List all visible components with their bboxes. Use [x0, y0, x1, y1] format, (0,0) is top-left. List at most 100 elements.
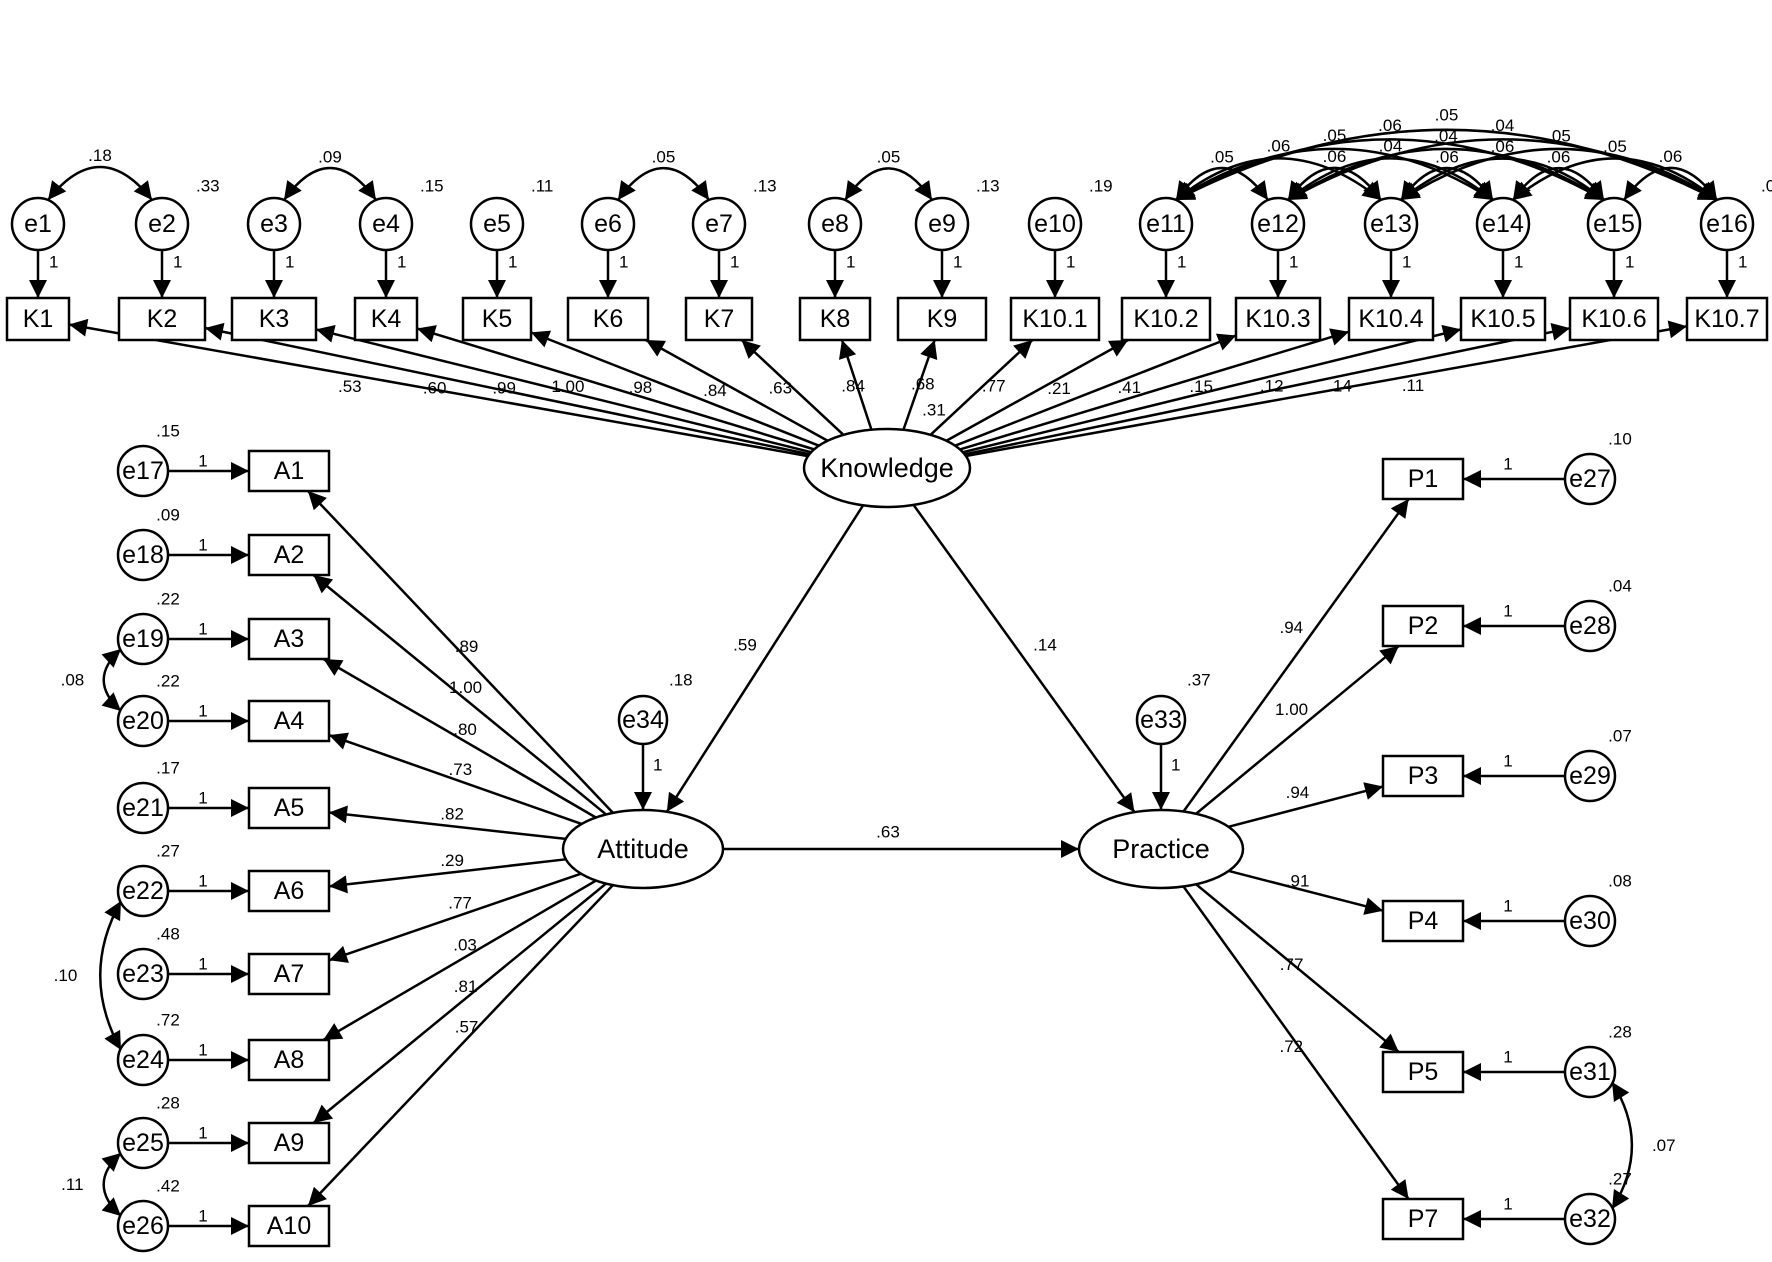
covariance-label-e13-e16: .05 [1547, 126, 1571, 145]
covariance-e31-e32 [1610, 1081, 1634, 1210]
nodes-layer [5, 196, 1769, 1253]
edges-layer [29, 128, 1736, 1235]
variance-label-e16: .06 [1761, 177, 1772, 196]
weight-label-k9: 1 [953, 253, 962, 272]
loading-path-a5 [328, 805, 566, 841]
weight-label-e34: 1 [653, 756, 662, 775]
weight-label-k14: 1 [1514, 253, 1523, 272]
indicator-box-k12 [1234, 296, 1322, 342]
error-label-e29: e29 [1569, 762, 1611, 790]
loading-path-p5 [1195, 883, 1400, 1053]
variance-label-e10: .19 [1089, 177, 1113, 196]
covariance-label-e12-e13: .06 [1323, 147, 1347, 166]
loading-path-a4 [328, 732, 583, 826]
error-circle-e16 [1699, 196, 1755, 252]
loading-label-p1: .94 [1279, 618, 1303, 637]
weight-label-k11: 1 [1177, 253, 1186, 272]
error-label-e8: e8 [821, 210, 849, 238]
weight-label-p5: 1 [1503, 1048, 1512, 1067]
indicator-box-a1 [247, 449, 331, 493]
error-circle-e2 [134, 196, 190, 252]
indicator-box-k9 [896, 296, 988, 342]
indicator-label-k5: K5 [482, 305, 513, 333]
covariance-e8-e9 [843, 167, 934, 201]
weight-label-k5: 1 [508, 253, 517, 272]
loading-label-k9: .68 [911, 375, 935, 394]
weight-label-a7: 1 [198, 955, 207, 974]
error-circle-e5 [469, 196, 525, 252]
indicator-label-k14: K10.5 [1470, 305, 1535, 333]
error-label-e28: e28 [1569, 612, 1611, 640]
indicator-box-a6 [247, 869, 331, 913]
error-label-e25: e25 [122, 1129, 164, 1157]
covariance-label-e12-e16: .04 [1491, 116, 1515, 135]
weight-label-k4: 1 [397, 253, 406, 272]
disturbance-circle-e34 [617, 694, 669, 746]
indicator-label-k13: K10.4 [1358, 305, 1423, 333]
loading-label-k5: .98 [629, 378, 653, 397]
error-label-e31: e31 [1569, 1058, 1611, 1086]
loading-path-k10 [929, 339, 1034, 436]
indicator-box-k4 [353, 296, 419, 342]
loading-label-a9: .81 [454, 977, 478, 996]
loading-label-p5: .77 [1280, 955, 1304, 974]
loading-path-k12 [954, 333, 1237, 447]
loading-label-k4: 1.00 [551, 377, 584, 396]
loading-path-k8 [838, 339, 873, 431]
weight-label-p2: 1 [1503, 602, 1512, 621]
error-label-e13: e13 [1370, 210, 1412, 238]
variance-label-e30: .08 [1608, 872, 1632, 891]
loading-label-k1: .53 [338, 377, 362, 396]
error-circle-e27 [1563, 452, 1617, 506]
error-label-e7: e7 [705, 210, 733, 238]
weight-label-a3: 1 [198, 620, 207, 639]
indicator-label-a2: A2 [274, 541, 305, 569]
error-circle-e22 [116, 864, 170, 918]
error-label-e26: e26 [122, 1212, 164, 1240]
error-label-e4: e4 [372, 210, 400, 238]
loading-path-a10 [307, 884, 614, 1207]
loading-label-p4: .91 [1286, 871, 1310, 890]
loading-label-a2: 1.00 [449, 678, 482, 697]
error-label-e19: e19 [122, 625, 164, 653]
indicator-box-a7 [247, 952, 331, 996]
structural-label-knowledge-attitude: .59 [733, 636, 757, 655]
covariance-label-e3-e4: .09 [318, 147, 342, 166]
indicator-label-k11: K10.2 [1133, 305, 1198, 333]
loading-path-a3 [322, 657, 597, 819]
covariance-label-e11-e16: .05 [1435, 105, 1459, 124]
error-circle-e14 [1475, 196, 1531, 252]
variance-label-e34: .18 [669, 671, 693, 690]
latent-label-practice: Practice [1112, 834, 1210, 864]
latent-label-attitude: Attitude [597, 834, 689, 864]
covariance-label-e25-e26: .11 [61, 1175, 83, 1194]
labels-layer: 1.53K1e11.60K2e2.331.99K3e311.00K4e4.151… [23, 105, 1772, 1240]
weight-label-k10: 1 [1066, 253, 1075, 272]
weight-label-p3: 1 [1503, 752, 1512, 771]
variance-label-e9: .13 [976, 177, 1000, 196]
covariance-e11-e16 [1175, 128, 1718, 202]
error-label-e27: e27 [1569, 465, 1611, 493]
variance-label-e17: .15 [156, 422, 180, 441]
error-label-e18: e18 [122, 541, 164, 569]
indicator-box-a3 [247, 617, 331, 661]
loading-label-p2: 1.00 [1275, 700, 1308, 719]
indicator-label-k7: K7 [704, 305, 735, 333]
indicator-box-p1 [1381, 457, 1465, 501]
indicator-label-a6: A6 [274, 877, 305, 905]
structural-label-knowledge-practice: .14 [1033, 636, 1057, 655]
covariance-label-e14-e16: .05 [1603, 137, 1627, 156]
covariance-label-e12-e15: .04 [1434, 126, 1458, 145]
loading-path-p1 [1182, 498, 1410, 813]
loading-label-a6: .29 [440, 851, 464, 870]
weight-label-k3: 1 [285, 253, 294, 272]
error-circle-e25 [116, 1116, 170, 1170]
covariance-e3-e4 [282, 166, 378, 201]
loading-path-k2 [204, 322, 810, 456]
error-circle-e12 [1250, 196, 1306, 252]
covariance-e13-e14 [1399, 166, 1495, 201]
loading-path-k13 [959, 328, 1350, 451]
loading-path-p2 [1195, 645, 1400, 815]
loading-label-k6: .84 [703, 381, 727, 400]
variance-label-e19: .22 [156, 590, 180, 609]
